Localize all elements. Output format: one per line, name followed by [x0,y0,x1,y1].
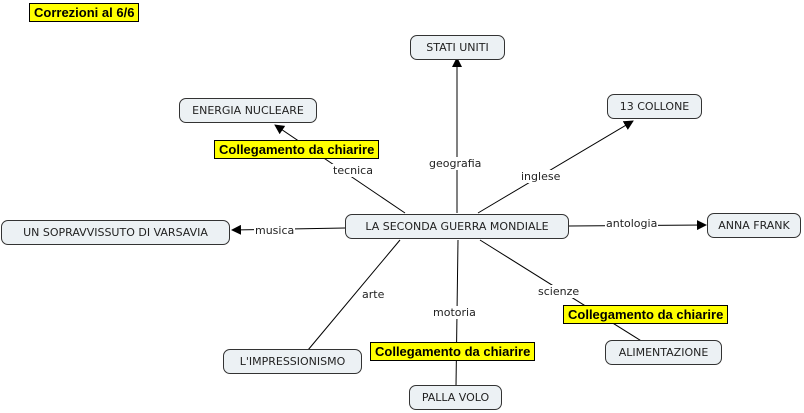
concept-13-collone[interactable]: 13 COLLONE [607,94,702,119]
concept-energia-nucleare[interactable]: ENERGIA NUCLEARE [179,98,317,123]
link-label-arte: arte [361,288,386,301]
link-line-inglese [477,120,634,214]
concept-center[interactable]: LA SECONDA GUERRA MONDIALE [345,214,569,239]
link-label-musica: musica [254,224,296,237]
concept-alimentazione[interactable]: ALIMENTAZIONE [605,340,722,365]
link-label-antologia: antologia [605,217,659,230]
link-label-motoria: motoria [432,306,477,319]
link-label-inglese: inglese [520,170,562,183]
concept-palla-volo[interactable]: PALLA VOLO [409,385,502,410]
link-line-arte [307,239,401,351]
header-note: Correzioni al 6/6 [29,3,140,22]
concept-anna-frank[interactable]: ANNA FRANK [707,213,801,238]
concept-stati-uniti[interactable]: STATI UNITI [410,35,505,60]
note-motoria: Collegamento da chiarire [370,342,536,361]
note-scienze: Collegamento da chiarire [563,305,729,324]
note-tecnica: Collegamento da chiarire [214,140,380,159]
link-label-tecnica: tecnica [332,164,374,177]
link-label-geografia: geografia [428,157,483,170]
concept-un-sopravvissuto[interactable]: UN SOPRAVVISSUTO DI VARSAVIA [1,220,230,245]
concept-impressionismo[interactable]: L'IMPRESSIONISMO [223,349,362,374]
link-label-scienze: scienze [537,285,581,298]
